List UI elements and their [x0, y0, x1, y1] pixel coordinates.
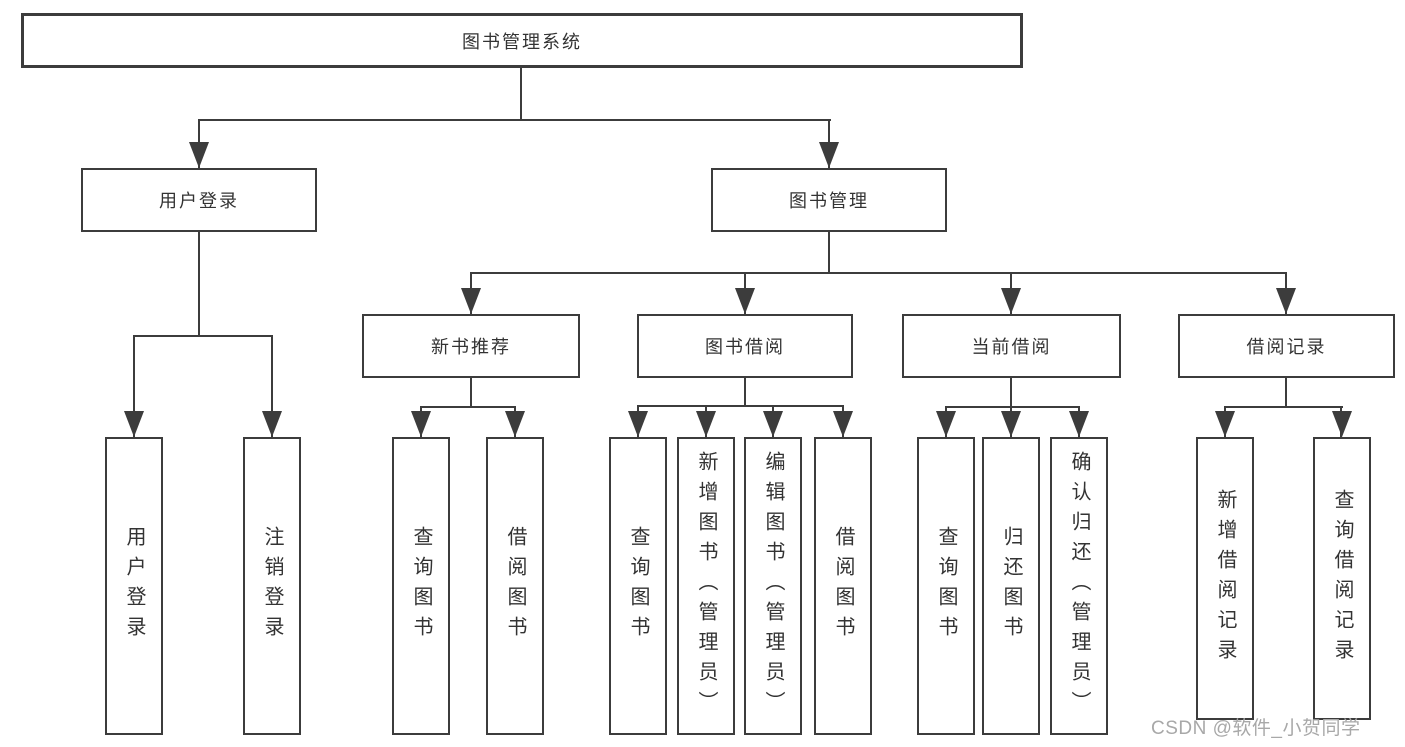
leaf-label: 新增图书（管理员）	[695, 451, 717, 721]
node-label: 图书管理	[789, 191, 869, 211]
leaf-label: 查询图书	[935, 526, 957, 646]
connector-record-rail	[1224, 406, 1343, 408]
leaf-add-borrow-record: 新增借阅记录	[1196, 437, 1254, 720]
leaf-label: 借阅图书	[504, 526, 526, 646]
leaf-label: 归还图书	[1000, 526, 1022, 646]
leaf-label: 编辑图书（管理员）	[762, 451, 784, 721]
down-arrow-icon	[124, 411, 144, 437]
connector-login-drop	[133, 335, 135, 437]
node-label: 借阅记录	[1246, 337, 1327, 357]
leaf-borrow-book-recommend: 借阅图书	[486, 437, 544, 735]
leaf-confirm-return-admin: 确认归还（管理员）	[1050, 437, 1108, 735]
leaf-query-borrow-record: 查询借阅记录	[1313, 437, 1371, 720]
leaf-borrow-book: 借阅图书	[814, 437, 872, 735]
leaf-user-login: 用户登录	[105, 437, 163, 735]
leaf-label: 确认归还（管理员）	[1068, 451, 1090, 721]
connector-current-stem	[1010, 378, 1012, 408]
leaf-query-book-current: 查询图书	[917, 437, 975, 735]
down-arrow-icon	[1001, 288, 1021, 314]
down-arrow-icon	[696, 411, 716, 437]
node-label: 新书推荐	[431, 337, 511, 357]
connector-book-mgmt-rail	[470, 272, 1287, 274]
node-book-management: 图书管理	[711, 168, 947, 232]
down-arrow-icon	[262, 411, 282, 437]
leaf-query-book-borrow: 查询图书	[609, 437, 667, 735]
down-arrow-icon	[1276, 288, 1296, 314]
connector-new-book-stem	[470, 378, 472, 408]
leaf-label: 注销登录	[261, 526, 283, 646]
down-arrow-icon	[819, 142, 839, 168]
down-arrow-icon	[505, 411, 525, 437]
leaf-return-book: 归还图书	[982, 437, 1040, 735]
down-arrow-icon	[628, 411, 648, 437]
leaf-logout: 注销登录	[243, 437, 301, 735]
leaf-label: 查询图书	[410, 526, 432, 646]
connector-book-borrow-rail	[637, 405, 844, 407]
leaf-label: 用户登录	[123, 526, 145, 646]
down-arrow-icon	[189, 142, 209, 168]
connector-root-stem	[520, 65, 522, 121]
down-arrow-icon	[735, 288, 755, 314]
node-library-management-system: 图书管理系统	[21, 13, 1023, 68]
down-arrow-icon	[1001, 411, 1021, 437]
node-book-borrow: 图书借阅	[637, 314, 853, 378]
down-arrow-icon	[833, 411, 853, 437]
down-arrow-icon	[411, 411, 431, 437]
leaf-label: 查询图书	[627, 526, 649, 646]
csdn-watermark: CSDN @软件_小贺同学	[1151, 718, 1361, 739]
node-current-borrow: 当前借阅	[902, 314, 1121, 378]
down-arrow-icon	[936, 411, 956, 437]
down-arrow-icon	[763, 411, 783, 437]
leaf-label: 借阅图书	[832, 526, 854, 646]
node-borrow-record: 借阅记录	[1178, 314, 1395, 378]
down-arrow-icon	[1069, 411, 1089, 437]
node-new-book-recommend: 新书推荐	[362, 314, 580, 378]
node-label: 图书管理系统	[462, 31, 582, 52]
connector-current-rail	[945, 406, 1080, 408]
connector-user-login-rail	[133, 335, 273, 337]
connector-book-mgmt-stem	[828, 232, 830, 274]
connector-book-borrow-stem	[744, 378, 746, 407]
node-label: 图书借阅	[705, 337, 785, 357]
connector-root-rail	[198, 119, 831, 121]
connector-user-login-stem	[198, 232, 200, 337]
down-arrow-icon	[461, 288, 481, 314]
leaf-edit-book-admin: 编辑图书（管理员）	[744, 437, 802, 735]
node-user-login: 用户登录	[81, 168, 317, 232]
leaf-label: 查询借阅记录	[1331, 488, 1353, 669]
connector-logout-drop	[271, 335, 273, 437]
node-label: 用户登录	[159, 191, 239, 211]
leaf-query-book-recommend: 查询图书	[392, 437, 450, 735]
down-arrow-icon	[1332, 411, 1352, 437]
leaf-label: 新增借阅记录	[1214, 488, 1236, 669]
connector-new-book-rail	[420, 406, 516, 408]
down-arrow-icon	[1215, 411, 1235, 437]
connector-record-stem	[1285, 378, 1287, 408]
leaf-add-book-admin: 新增图书（管理员）	[677, 437, 735, 735]
node-label: 当前借阅	[971, 337, 1052, 357]
